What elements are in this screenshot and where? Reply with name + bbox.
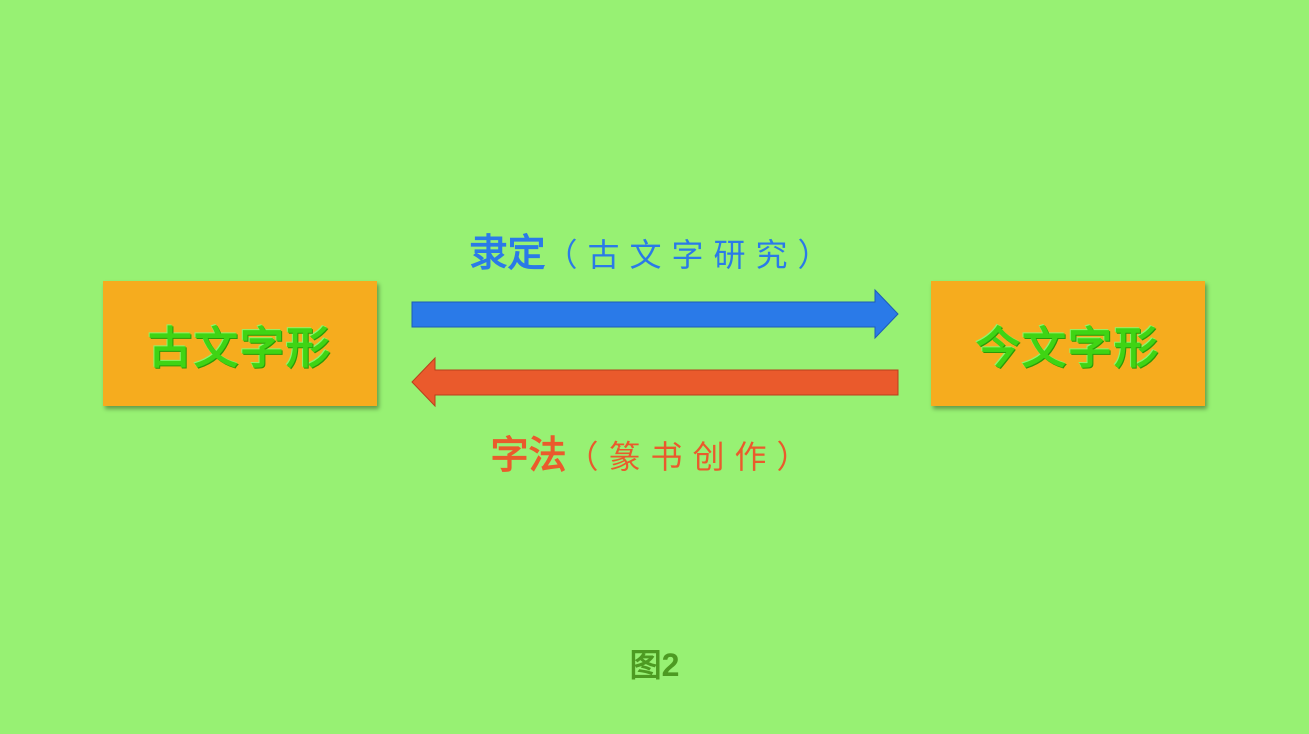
ancient-glyph-label: 古文字形 (148, 322, 332, 374)
transcription-main: 隶定 (469, 230, 546, 275)
character-method-label: 字法（篆书创作） (0, 424, 1309, 479)
ancient-glyph-box: 古文字形 (103, 281, 377, 406)
figure-caption: 图2 (629, 647, 680, 683)
modern-glyph-label: 今文字形 (976, 322, 1160, 374)
transcription-detail: （古文字研究） (545, 236, 840, 274)
character-method-detail: （篆书创作） (566, 438, 819, 476)
character-method-main: 字法 (490, 432, 567, 477)
forward-arrow (411, 288, 899, 340)
transcription-label: 隶定（古文字研究） (0, 222, 1309, 277)
backward-arrow (411, 356, 899, 408)
modern-glyph-box: 今文字形 (931, 281, 1205, 406)
